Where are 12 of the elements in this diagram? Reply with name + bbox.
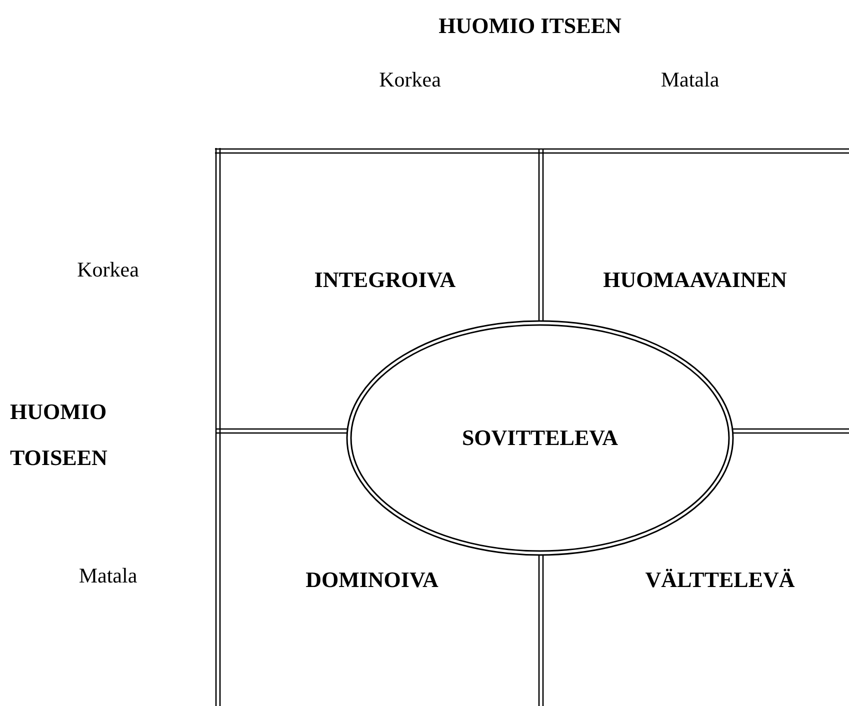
axis-title: HUOMIO ITSEEN [438, 13, 622, 39]
axis-level-label: Matala [660, 68, 720, 92]
ellipse-node [346, 320, 734, 556]
quadrant-label: VÄLTTELEVÄ [645, 567, 795, 593]
ellipse-label: SOVITTELEVA [462, 425, 618, 451]
axis-level-label: Korkea [379, 68, 441, 92]
axis-title: HUOMIO TOISEEN [10, 398, 108, 472]
axis-level-label: Matala [78, 564, 138, 588]
quadrant-label: INTEGROIVA [314, 267, 456, 293]
quadrant-label: HUOMAAVAINEN [603, 267, 787, 293]
axis-level-label: Korkea [77, 258, 139, 282]
quadrant-label: DOMINOIVA [306, 567, 438, 593]
